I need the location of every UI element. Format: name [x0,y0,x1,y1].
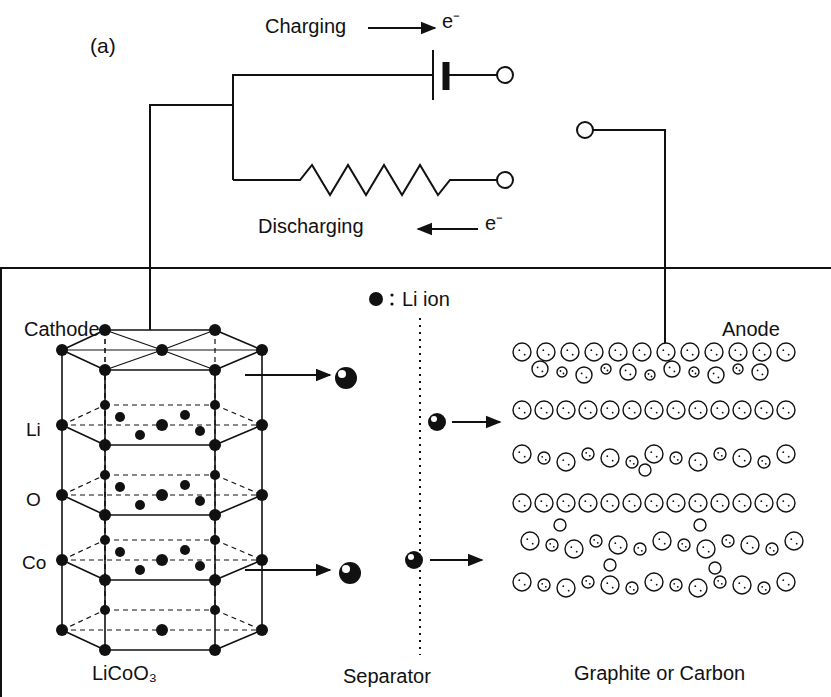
circuit-wires [150,28,665,345]
graphite-layers [513,343,803,597]
li-ion-flow [245,367,500,584]
process-label: Charging [265,15,346,37]
process-label: Discharging [258,215,364,237]
cell-housing [0,268,2,697]
electrode-label: Anode [722,318,780,340]
separator-line [419,318,421,655]
atom-label: Li [26,420,41,441]
legend-colon [390,293,393,296]
material-label: Graphite or Carbon [574,662,745,684]
compound-label: LiCoO₃ [92,662,157,684]
atom-label: Co [22,553,46,574]
electron-label: e⁻ [485,212,503,234]
electron-label: e⁻ [442,10,460,32]
li-ion-swatch [369,292,383,306]
cell-housing [0,267,831,269]
figure-label: (a) [90,34,116,57]
legend-colon [390,302,393,305]
licoo2-crystal [56,324,268,656]
separator-label: Separator [343,665,431,687]
legend-text: Li ion [402,288,450,310]
electrode-label: Cathode [24,318,100,340]
atom-label: O [26,490,41,511]
